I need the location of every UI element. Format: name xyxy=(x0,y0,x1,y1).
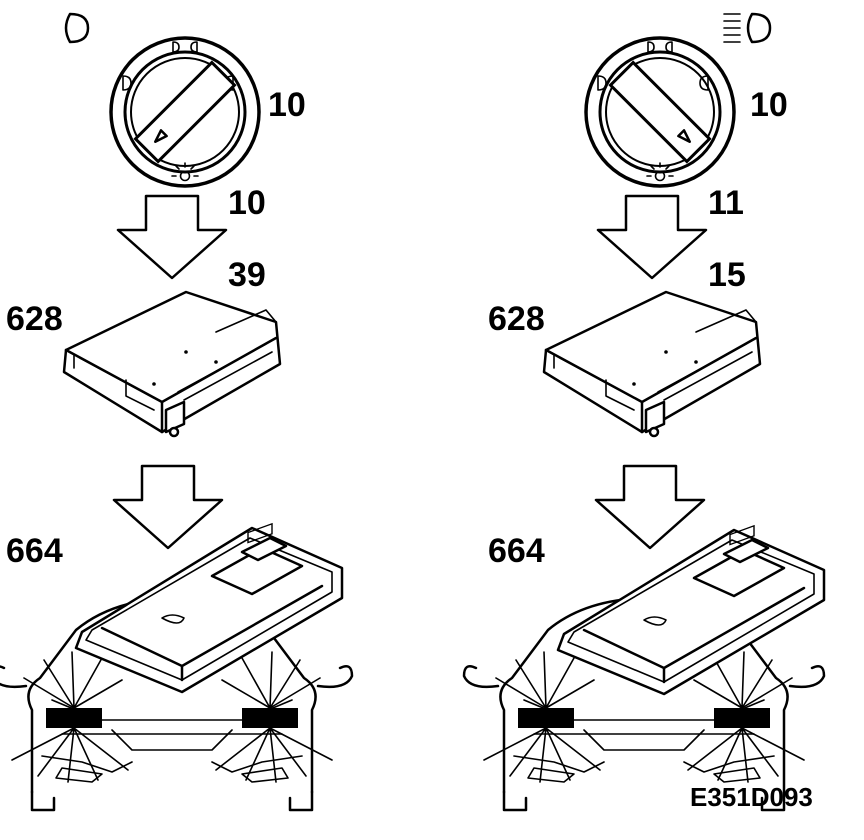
connector-label-right: 11 xyxy=(708,184,744,222)
arrow-left-2 xyxy=(112,464,224,550)
lamp-module-label-right: 664 xyxy=(488,532,545,570)
lamp-module-right xyxy=(556,524,826,696)
module-connector-left: 39 xyxy=(228,256,266,294)
arrow-right-2 xyxy=(594,464,706,550)
headlight-low-beam-icon xyxy=(723,12,772,44)
light-switch-right xyxy=(584,36,736,188)
module-label-left: 628 xyxy=(6,300,63,338)
arrow-left-1 xyxy=(116,194,228,280)
control-module-left xyxy=(62,290,282,438)
module-connector-right: 15 xyxy=(708,256,746,294)
control-module-right xyxy=(542,290,762,438)
connector-label-left: 10 xyxy=(228,184,266,222)
lamp-module-label-left: 664 xyxy=(6,532,63,570)
light-switch-left xyxy=(109,36,261,188)
diagram-code: E351D093 xyxy=(690,782,813,812)
right-column: 10 11 15 628 664 xyxy=(462,12,826,812)
switch-label-right: 10 xyxy=(750,86,788,124)
module-label-right: 628 xyxy=(488,300,545,338)
arrow-right-1 xyxy=(596,194,708,280)
switch-label-left: 10 xyxy=(268,86,306,124)
parking-light-icon xyxy=(64,12,90,44)
left-column: 10 10 39 628 664 xyxy=(0,12,354,812)
